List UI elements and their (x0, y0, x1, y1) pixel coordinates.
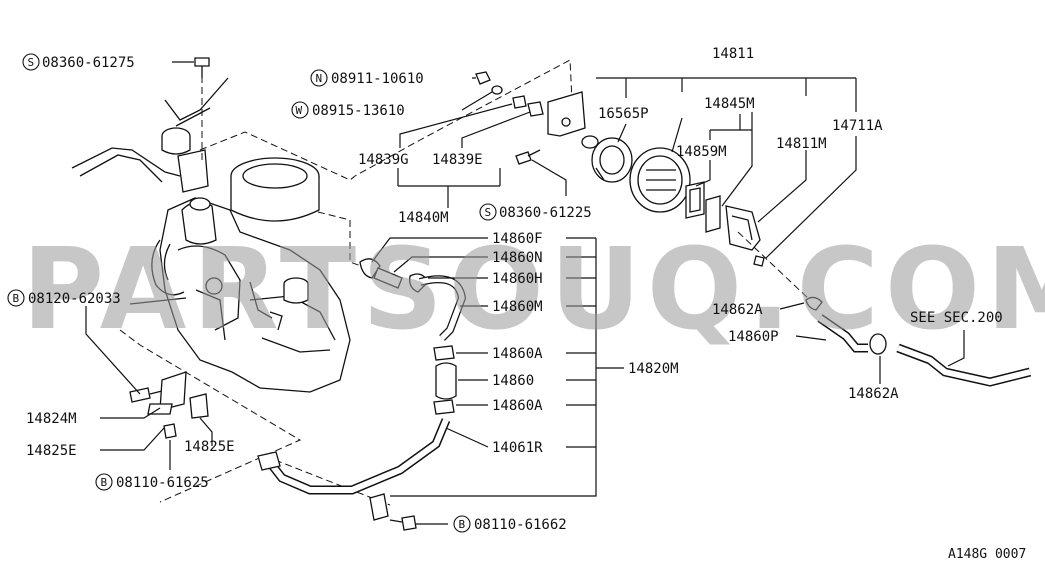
svg-text:N: N (316, 72, 323, 85)
label-16565p: 16565P (598, 106, 649, 122)
leader-lines (85, 61, 965, 525)
label-14839e: 14839E (432, 152, 483, 168)
label-14860h: 14860H (492, 271, 543, 287)
fastener-labels: S 08360-61275 N 08911-10610 W 08915-1361… (7, 53, 592, 533)
intake-assembly (581, 135, 765, 267)
bracket-parts (129, 371, 209, 439)
label-14860a-lower: 14860A (492, 398, 543, 414)
small-hardware (194, 57, 586, 165)
fastener-w-08915-13610: W 08915-13610 (291, 101, 405, 119)
svg-text:08360-61225: 08360-61225 (499, 205, 592, 221)
label-14860: 14860 (492, 373, 534, 389)
label-14860f: 14860F (492, 231, 543, 247)
label-14862a-upper: 14862A (712, 302, 763, 318)
svg-text:08360-61275: 08360-61275 (42, 55, 135, 71)
fastener-b-08110-61662: B 08110-61662 (453, 515, 567, 533)
label-14811m: 14811M (776, 136, 827, 152)
svg-text:B: B (101, 476, 108, 489)
label-14860m: 14860M (492, 299, 543, 315)
intake-drop-line (737, 231, 811, 301)
fastener-n-08911-10610: N 08911-10610 (310, 69, 424, 87)
part-labels: 14811 16565P 14845M 14859M 14811M 14711A… (26, 46, 1026, 562)
fastener-s-08360-61225: S 08360-61225 (479, 203, 592, 221)
label-14839g: 14839G (358, 152, 409, 168)
hose-set (257, 258, 467, 531)
label-14061r: 14061R (492, 440, 543, 456)
label-14825e-right: 14825E (184, 439, 235, 455)
label-14860p: 14860P (728, 329, 779, 345)
svg-text:08915-13610: 08915-13610 (312, 103, 405, 119)
label-14840m: 14840M (398, 210, 449, 226)
svg-text:B: B (13, 292, 20, 305)
hose-outline (317, 211, 373, 271)
label-14825e-left: 14825E (26, 443, 77, 459)
svg-text:S: S (485, 206, 492, 219)
svg-text:08911-10610: 08911-10610 (331, 71, 424, 87)
svg-text:08120-62033: 08120-62033 (28, 291, 121, 307)
engine-illustration (71, 77, 351, 393)
fastener-b-08110-61625: B 08110-61625 (95, 473, 209, 491)
label-14859m: 14859M (676, 144, 727, 160)
svg-text:S: S (28, 56, 35, 69)
label-14711a: 14711A (832, 118, 883, 134)
label-14845m: 14845M (704, 96, 755, 112)
assembly-outline (199, 59, 573, 181)
label-14860n: 14860N (492, 250, 543, 266)
right-hose-set (805, 296, 1032, 387)
label-14860a-upper: 14860A (492, 346, 543, 362)
svg-text:08110-61625: 08110-61625 (116, 475, 209, 491)
svg-text:08110-61662: 08110-61662 (474, 517, 567, 533)
watermark: PARTSOUQ.COM (22, 225, 1045, 355)
label-14862a-lower: 14862A (848, 386, 899, 402)
assembly-outline-lower (119, 329, 302, 503)
label-14811: 14811 (712, 46, 754, 62)
label-14824m: 14824M (26, 411, 77, 427)
label-14820m: 14820M (628, 361, 679, 377)
diagram-id: A148G 0007 (948, 547, 1026, 562)
svg-text:B: B (459, 518, 466, 531)
label-see-sec: SEE SEC.200 (910, 310, 1003, 326)
fastener-s-08360-61275: S 08360-61275 (22, 53, 135, 71)
fastener-b-08120-62033: B 08120-62033 (7, 289, 121, 307)
svg-text:W: W (296, 104, 303, 117)
